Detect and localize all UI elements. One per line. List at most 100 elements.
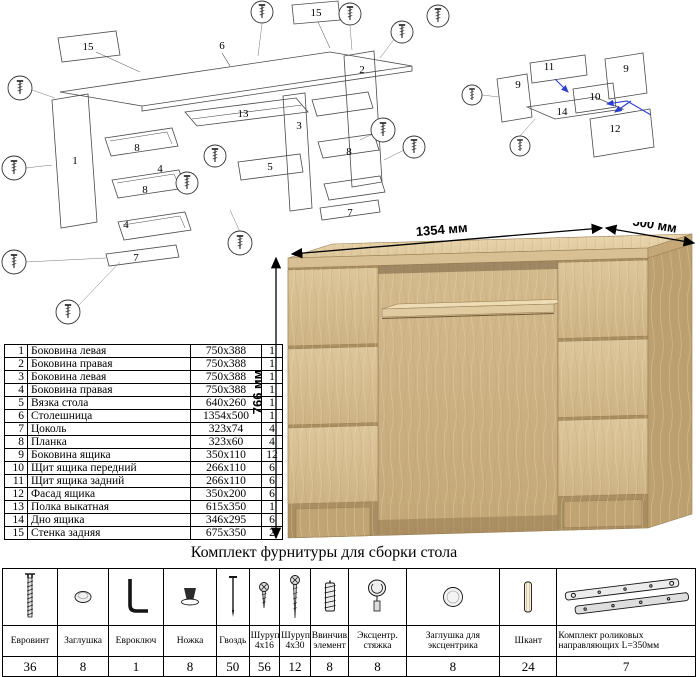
desk-product-render: 1354 мм 500 мм 766 мм xyxy=(250,222,696,540)
hardware-item-name: Шуруп 4x30 xyxy=(279,625,311,657)
part-number: 9 xyxy=(4,448,28,462)
hardware-kit-table: Евровинт Заглушка Евроключ Ножка Гвоздь … xyxy=(1,568,696,677)
callout-screw-icon xyxy=(55,299,81,325)
part-label: 6 xyxy=(219,40,225,52)
part-label: 1 xyxy=(72,155,78,167)
hardware-icon-cell xyxy=(348,568,407,626)
part-number: 14 xyxy=(4,513,28,527)
hardware-kit-title: Комплект фурнитуры для сборки стола xyxy=(190,544,458,561)
hardware-icon-cell xyxy=(556,568,696,626)
screw-long-icon xyxy=(290,575,300,619)
part-number: 8 xyxy=(4,435,28,449)
hardware-item-name: Эксцентр. стяжка xyxy=(348,625,407,657)
exploded-parts-lineart xyxy=(25,0,413,307)
part-number: 5 xyxy=(4,396,28,410)
callout-screw-icon xyxy=(250,0,274,24)
hardware-names-row: Евровинт Заглушка Евроключ Ножка Гвоздь … xyxy=(1,625,696,657)
part-name: Боковина левая xyxy=(27,370,191,384)
hardware-icon-cell xyxy=(216,568,250,626)
callout-screw-icon xyxy=(1,249,27,275)
part-label: 7 xyxy=(133,252,139,264)
part-size: 350x110 xyxy=(190,448,262,462)
hardware-item-qty: 50 xyxy=(216,656,250,677)
callout-screw-icon xyxy=(370,117,396,143)
part-number: 11 xyxy=(4,474,28,488)
part-name: Дно ящика xyxy=(27,513,191,527)
callout-screw-icon xyxy=(426,4,450,28)
part-number: 13 xyxy=(4,500,28,514)
hardware-icon-cell xyxy=(248,568,281,626)
screw-short-icon xyxy=(259,582,270,609)
part-label: 9 xyxy=(623,63,629,75)
hex-key-icon xyxy=(128,579,148,613)
part-label: 8 xyxy=(134,142,140,154)
part-name: Планка xyxy=(27,435,191,449)
part-name: Боковина ящика xyxy=(27,448,191,462)
part-number: 10 xyxy=(4,461,28,475)
roller-slides-icon xyxy=(565,578,690,615)
hardware-item-qty: 8 xyxy=(163,656,217,677)
plug-icon xyxy=(74,591,92,603)
part-label: 5 xyxy=(267,161,273,173)
hardware-callouts xyxy=(1,0,450,325)
hardware-item-name: Шкант xyxy=(499,625,558,657)
part-name: Полка выкатная xyxy=(27,500,191,514)
part-number: 1 xyxy=(4,344,28,358)
hardware-item-qty: 8 xyxy=(405,656,501,677)
hardware-item-name: Комплект роликовых направляющих L=350мм xyxy=(556,625,696,657)
hardware-item-qty: 7 xyxy=(556,656,696,677)
threaded-insert-icon xyxy=(324,580,336,612)
part-number: 7 xyxy=(4,422,28,436)
hardware-item-name: Заглушка для эксцентрика xyxy=(405,625,501,657)
desk-exploded-diagram: 15 6 15 2 13 1 8 4 8 4 7 3 8 7 5 xyxy=(1,0,450,325)
part-size: 675x350 xyxy=(190,526,262,540)
part-size: 750x388 xyxy=(190,370,262,384)
part-size: 750x388 xyxy=(190,344,262,358)
hardware-qty-row: 36 8 1 8 50 56 12 8 8 8 24 7 xyxy=(1,656,696,677)
hardware-icon-cell xyxy=(405,568,501,626)
dowel-icon xyxy=(524,581,533,613)
callout-screw-icon xyxy=(1,155,27,181)
hardware-item-name: Евроключ xyxy=(107,625,165,657)
drawer-parts-lineart xyxy=(481,52,655,158)
part-label: 10 xyxy=(590,91,602,103)
hardware-icon-cell xyxy=(107,568,165,626)
hardware-icon-cell xyxy=(309,568,350,626)
part-label: 15 xyxy=(311,7,323,19)
callout-screw-icon xyxy=(227,230,253,256)
part-label: 4 xyxy=(123,219,129,231)
width-dimension-label: 1354 мм xyxy=(415,222,468,239)
cam-lock-icon xyxy=(368,579,387,612)
part-label: 2 xyxy=(359,64,365,76)
part-size: 615x350 xyxy=(190,500,262,514)
callout-screw-icon xyxy=(390,20,414,44)
part-name: Стенка задняя xyxy=(27,526,191,540)
assembly-direction-arrows xyxy=(554,78,652,116)
callout-screw-icon xyxy=(175,171,199,195)
hardware-item-qty: 36 xyxy=(1,656,59,677)
drawer-diagram-part-labels: 11 9 9 10 14 12 xyxy=(515,61,629,135)
hardware-item-qty: 1 xyxy=(107,656,165,677)
hardware-icon-cell xyxy=(57,568,109,626)
part-name: Боковина правая xyxy=(27,383,191,397)
part-label: 12 xyxy=(610,123,621,135)
callout-screw-icon xyxy=(461,84,483,106)
part-label: 15 xyxy=(83,41,95,53)
drawer-exploded-diagram: 11 9 9 10 14 12 xyxy=(461,52,655,158)
drawer-callouts xyxy=(461,84,531,157)
hardware-item-qty: 56 xyxy=(248,656,281,677)
hardware-icon-cell xyxy=(279,568,311,626)
part-name: Вязка стола xyxy=(27,396,191,410)
callout-screw-icon xyxy=(7,75,33,101)
